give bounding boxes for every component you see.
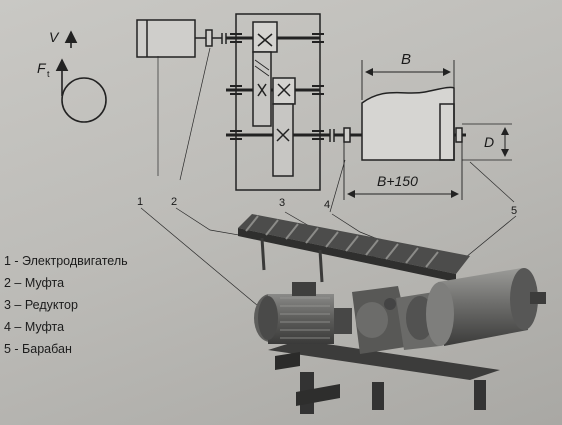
dimension-b150: B+150 xyxy=(343,142,463,200)
motor-block xyxy=(136,19,213,58)
callout-5: 5 xyxy=(511,205,517,217)
gearbox-scheme xyxy=(226,13,330,191)
callout-2: 2 xyxy=(171,196,177,208)
legend-item-drum: 5 - Барабан xyxy=(4,342,72,356)
equipment-photo xyxy=(238,214,546,414)
leader-lines xyxy=(140,47,517,317)
legend-item-gearbox: 3 – Редуктор xyxy=(4,298,78,312)
dimension-d-label: D xyxy=(484,134,494,150)
callout-4: 4 xyxy=(324,199,330,211)
dimension-b150-label: B+150 xyxy=(377,173,418,189)
force-symbol: F t xyxy=(37,58,107,123)
legend-item-coupling-1: 2 – Муфта xyxy=(4,276,65,290)
force-subscript: t xyxy=(47,69,50,79)
dimension-d: D xyxy=(484,127,509,157)
callouts: 1 2 3 4 5 xyxy=(137,196,517,217)
dimension-b: B xyxy=(361,51,455,100)
velocity-symbol: V xyxy=(49,29,78,48)
legend-item-coupling-2: 4 – Муфта xyxy=(4,320,65,334)
legend-item-motor: 1 - Электродвигатель xyxy=(4,254,128,268)
dimension-b-label: B xyxy=(401,51,411,68)
callout-1: 1 xyxy=(137,196,143,208)
force-label: F xyxy=(37,60,47,76)
callout-3: 3 xyxy=(279,197,285,209)
coupling-2-symbol xyxy=(329,127,362,143)
velocity-label: V xyxy=(49,29,60,45)
legend: 1 - Электродвигатель 2 – Муфта 3 – Редук… xyxy=(4,250,128,360)
